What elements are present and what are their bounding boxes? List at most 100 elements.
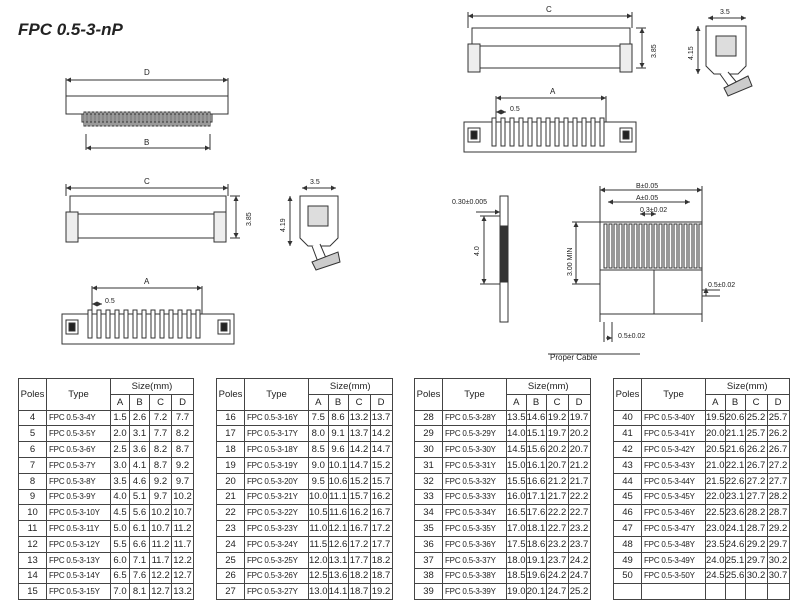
table-cell: 7.1 — [129, 551, 150, 569]
table-cell: FPC 0.5-3-40Y — [641, 409, 706, 427]
cable-conductor — [683, 223, 688, 269]
table-cell: 10.0 — [308, 488, 329, 506]
cable-conductor — [608, 223, 613, 269]
table-cell: 12 — [18, 535, 47, 553]
table-cell: FPC 0.5-3-13Y — [46, 551, 111, 569]
contact-pin — [115, 111, 119, 127]
table-cell: 12.1 — [327, 520, 349, 537]
dim-c-label-left: C — [144, 177, 150, 186]
contact-pin — [105, 309, 111, 339]
table-cell: 23.0 — [705, 520, 726, 537]
header-type: Type — [641, 378, 706, 411]
contact-pin — [545, 117, 551, 147]
contact-pin — [590, 117, 596, 147]
table-cell: 13.7 — [369, 409, 393, 427]
table-cell: 7.0 — [110, 583, 130, 601]
header-c: C — [744, 393, 768, 411]
table-cell: 14.7 — [347, 456, 371, 474]
table-cell: 17.5 — [506, 535, 527, 553]
pitch-label-left: 0.5 — [105, 298, 115, 305]
table-cell: 4.5 — [110, 504, 130, 522]
table-cell: 20.7 — [545, 456, 569, 474]
contact-pin — [191, 111, 195, 127]
side-profile-left — [287, 185, 341, 271]
contact-pin — [518, 117, 524, 147]
header-size: Size(mm) — [308, 378, 393, 395]
apm-label: A±0.05 — [636, 195, 658, 202]
table-cell: FPC 0.5-3-8Y — [46, 472, 111, 490]
table-cell: 21.2 — [567, 456, 591, 474]
table-cell: 29.2 — [744, 535, 768, 553]
table-cell: FPC 0.5-3-11Y — [46, 520, 111, 537]
table-cell: 23.6 — [724, 504, 746, 522]
table-cell: 3.5 — [110, 472, 130, 490]
table-cell: 29 — [414, 425, 443, 443]
table-cell: 36 — [414, 535, 443, 553]
contact-pin — [581, 117, 587, 147]
table-cell: 23.7 — [545, 551, 569, 569]
table-cell: 27 — [216, 583, 245, 601]
table-cell: FPC 0.5-3-34Y — [442, 504, 507, 522]
table-cell: 10.5 — [308, 504, 329, 522]
table-cell: 30.2 — [744, 567, 768, 585]
table-cell: 20.5 — [705, 441, 726, 458]
table-cell: 11.2 — [149, 535, 172, 553]
table-cell: 17.6 — [525, 504, 547, 522]
contact-pin — [83, 111, 87, 127]
table-cell: 3.6 — [129, 441, 150, 458]
table-cell: 22.6 — [724, 472, 746, 490]
table-cell: 28 — [414, 409, 443, 427]
table-cell: 19.1 — [525, 551, 547, 569]
table-cell: FPC 0.5-3-47Y — [641, 520, 706, 537]
table-cell: 21.7 — [567, 472, 591, 490]
cable-conductor — [623, 223, 628, 269]
table-cell: 25.1 — [724, 551, 746, 569]
contact-pin — [119, 111, 123, 127]
table-cell: FPC 0.5-3-4Y — [46, 409, 111, 427]
contact-pin — [563, 117, 569, 147]
table-cell: 9.7 — [171, 472, 194, 490]
table-cell: 25 — [216, 551, 245, 569]
header-c: C — [545, 393, 569, 411]
table-cell: 12.6 — [327, 535, 349, 553]
header-a: A — [506, 393, 527, 411]
top-view — [65, 77, 229, 151]
contact-pin — [168, 309, 174, 339]
table-cell: 15.0 — [506, 456, 527, 474]
table-cell: 29.2 — [766, 520, 790, 537]
contact-pin — [123, 111, 127, 127]
contact-pin — [207, 111, 211, 127]
contact-pin — [96, 309, 102, 339]
table-cell: FPC 0.5-3-32Y — [442, 472, 507, 490]
table-cell: 20.2 — [567, 425, 591, 443]
table-cell: 15.7 — [369, 472, 393, 490]
table-cell: 24.7 — [545, 583, 569, 601]
table-cell: 17.2 — [347, 535, 371, 553]
cable-conductor — [673, 223, 678, 269]
table-cell: 15.2 — [347, 472, 371, 490]
dim-385-right: 3.85 — [651, 44, 658, 58]
table-cell: 21 — [216, 488, 245, 506]
table-cell: 16.2 — [369, 488, 393, 506]
contact-pin — [599, 117, 605, 147]
table-cell: 35 — [414, 520, 443, 537]
table-cell: 50 — [613, 567, 642, 585]
bottom-view-left — [61, 285, 235, 345]
table-cell: 2.0 — [110, 425, 130, 443]
table-cell: 30.7 — [766, 567, 790, 585]
table-cell: FPC 0.5-3-44Y — [641, 472, 706, 490]
